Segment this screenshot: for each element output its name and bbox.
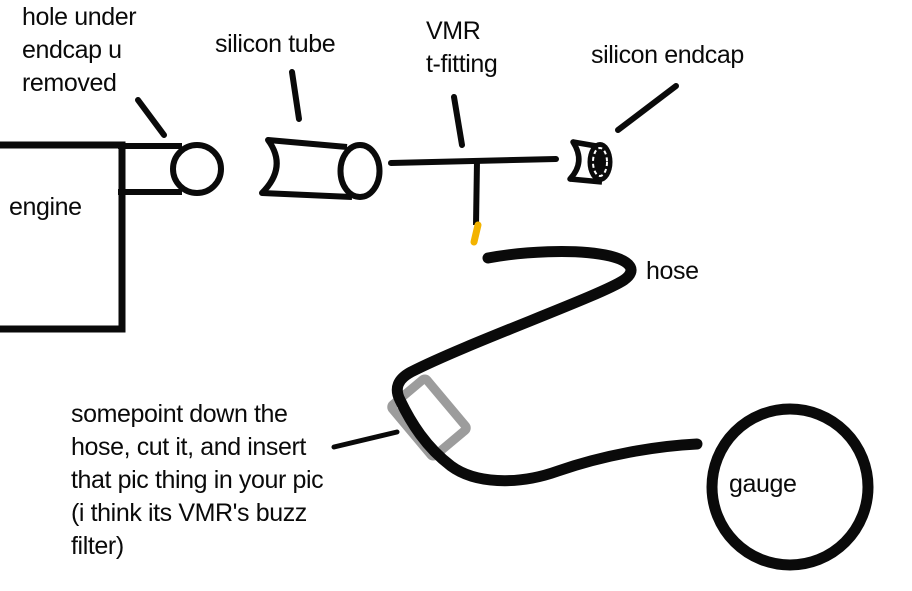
engine-box [0,141,126,333]
gauge-circle [706,403,874,571]
hose-line [391,246,703,487]
t-fitting-shape [388,156,559,246]
pointer-line-endcap [615,83,679,133]
pointer-line-hole-note [135,97,167,138]
label-hole-note: hole under endcap u removed [22,3,137,97]
label-silicon-endcap: silicon endcap [591,41,744,69]
engine-outlet-tube [118,142,224,196]
endcap-face [587,142,613,182]
endcap-inner-dashed-ellipse [592,147,608,177]
pointer-line-filter-note [331,429,400,450]
label-gauge: gauge [729,470,797,498]
tube-end-ellipse [337,142,383,200]
t-fitting-yellow-tip [470,221,482,246]
label-hose: hose [646,257,699,285]
label-vmr-t-fitting: VMR t-fitting [426,17,498,78]
label-silicon-tube: silicon tube [215,30,336,58]
label-filter-note: somepoint down the hose, cut it, and ins… [71,400,324,560]
label-engine: engine [9,193,82,221]
silicon-tube-shape [259,137,383,200]
pointer-line-t-fitting [451,94,465,148]
silicon-endcap-shape [567,139,613,185]
outlet-opening-circle [170,142,224,196]
buzz-filter-rect [387,374,471,461]
pointer-line-silicon-tube [289,69,302,122]
